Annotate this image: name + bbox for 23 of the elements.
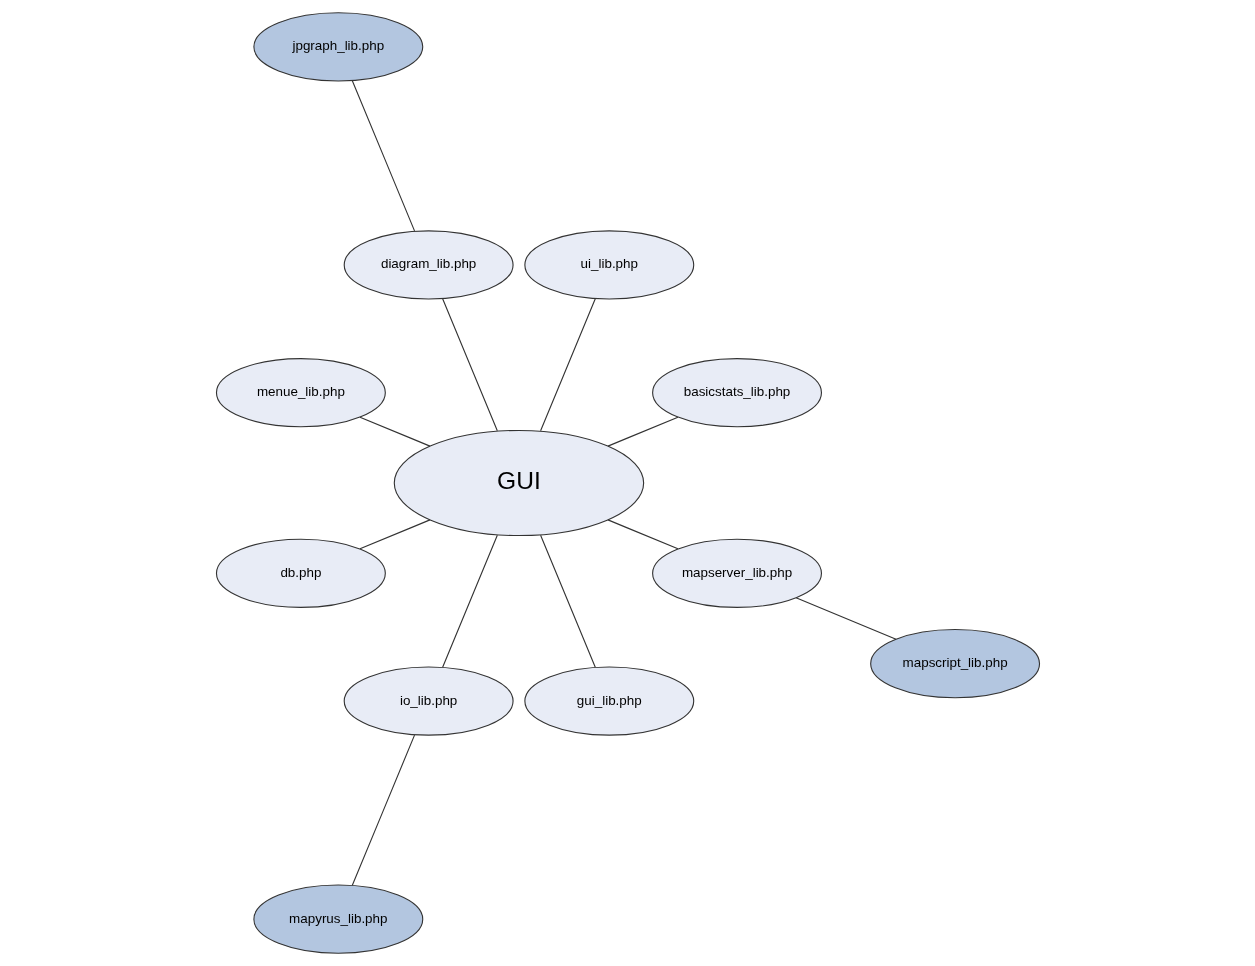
node-ellipse: mapscript_lib.php xyxy=(869,629,1040,699)
connector xyxy=(539,534,596,668)
connector xyxy=(441,534,498,668)
connector xyxy=(795,597,897,640)
connector xyxy=(441,298,498,432)
node-ellipse: io_lib.php xyxy=(343,666,514,736)
node-ellipse: mapyrus_lib.php xyxy=(252,884,423,954)
node-ellipse: mapserver_lib.php xyxy=(651,538,822,608)
node-ellipse: menue_lib.php xyxy=(215,358,386,428)
node-ellipse: db.php xyxy=(215,538,386,608)
node-ellipse: diagram_lib.php xyxy=(343,230,514,300)
connector xyxy=(351,80,415,232)
connector xyxy=(351,734,415,886)
node-ellipse: jpgraph_lib.php xyxy=(252,12,423,82)
node-ellipse: basicstats_lib.php xyxy=(651,358,822,428)
node-ellipse: ui_lib.php xyxy=(523,230,694,300)
connector xyxy=(606,416,678,447)
node-ellipse: gui_lib.php xyxy=(523,666,694,736)
connector xyxy=(358,519,430,550)
connector xyxy=(358,416,430,447)
connector xyxy=(539,298,596,432)
connector xyxy=(606,519,678,550)
node-ellipse: GUI xyxy=(393,429,644,537)
